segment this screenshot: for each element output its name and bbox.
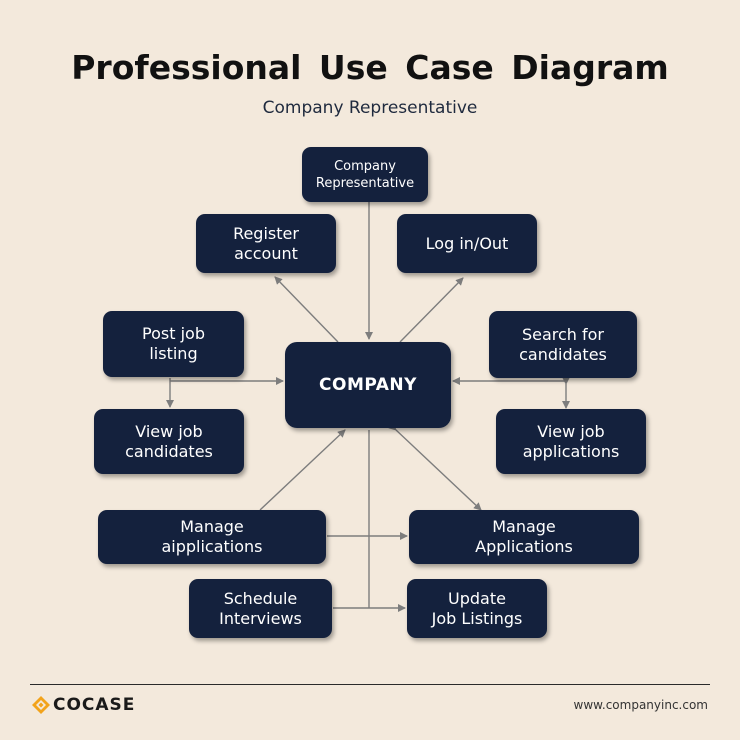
- edge-company-login: [399, 277, 464, 343]
- node-register-account: Register account: [196, 214, 336, 273]
- node-manage-applications-left: Manage aipplications: [98, 510, 326, 564]
- node-log-in-out: Log in/Out: [397, 214, 537, 273]
- node-company: COMPANY: [285, 342, 451, 428]
- diamond-logo-icon: [32, 696, 50, 714]
- page-subtitle: Company Representative: [262, 98, 478, 118]
- node-manage-applications-right: Manage Applications: [409, 510, 639, 564]
- page-title: Professional Use Case Diagram: [71, 48, 669, 87]
- edge-manage-left-company: [259, 429, 346, 511]
- footer-url[interactable]: www.companyinc.com: [573, 698, 708, 712]
- node-update-job-listings: Update Job Listings: [407, 579, 547, 638]
- brand-logo[interactable]: COCASE: [32, 694, 135, 716]
- brand-name: COCASE: [53, 695, 136, 715]
- node-company-representative: Company Representative: [302, 147, 428, 202]
- edge-company-manage-right: [388, 422, 482, 511]
- node-search-for-candidates: Search for candidates: [489, 311, 637, 378]
- node-post-job-listing: Post job listing: [103, 311, 244, 377]
- node-view-job-applications: View job applications: [496, 409, 646, 474]
- footer-divider: [30, 684, 710, 685]
- node-schedule-interviews: Schedule Interviews: [189, 579, 332, 638]
- node-view-job-candidates: View job candidates: [94, 409, 244, 474]
- edge-company-register: [274, 276, 339, 343]
